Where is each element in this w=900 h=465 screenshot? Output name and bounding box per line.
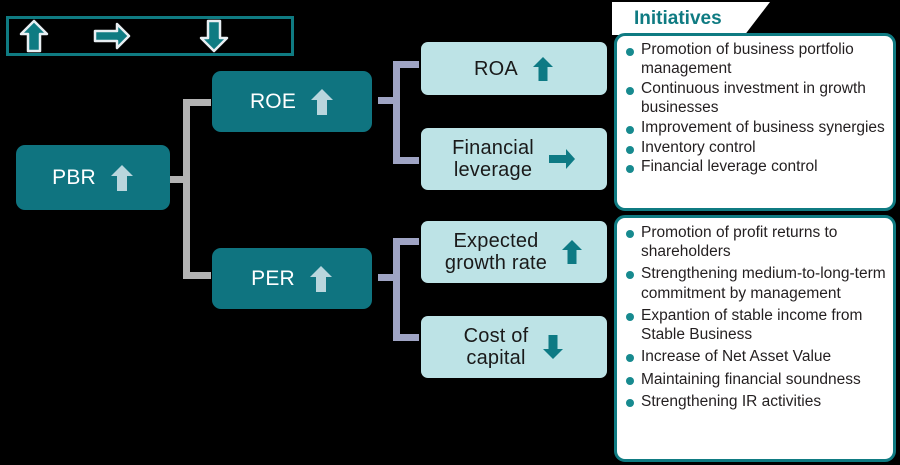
list-item: Promotion of profit returns to sharehold… [625, 223, 887, 261]
list-item: Strengthening medium-to-long-term commit… [625, 264, 887, 302]
initiatives-box-roe: Promotion of business portfolio manageme… [614, 33, 896, 211]
node-per-label: PER [251, 266, 295, 290]
initiatives-tab: Initiatives [612, 2, 770, 35]
node-roa-label: ROA [474, 57, 518, 80]
initiatives-list: Promotion of profit returns to sharehold… [625, 223, 887, 411]
arrow-legend [6, 16, 294, 56]
list-item-label: Inventory control [641, 138, 756, 156]
node-financial-leverage-label: Financial leverage [452, 137, 534, 181]
list-item: Increase of Net Asset Value [625, 347, 887, 366]
bullet-icon [626, 145, 634, 154]
bullet-icon [626, 271, 634, 280]
arrow-up-icon [561, 239, 583, 265]
bullet-icon [626, 230, 634, 238]
node-cost-of-capital-label: Cost of capital [463, 325, 529, 369]
list-item: Promotion of business portfolio manageme… [625, 41, 887, 79]
list-item: Expantion of stable income from Stable B… [625, 306, 887, 344]
bullet-icon [626, 48, 634, 56]
list-item-label: Continuous investment in growth business… [641, 79, 866, 116]
initiatives-box-per: Promotion of profit returns to sharehold… [614, 215, 896, 462]
bullet-icon [626, 398, 634, 407]
arrow-up-icon [532, 56, 554, 82]
arrow-up-icon [310, 88, 334, 116]
node-per[interactable]: PER [212, 248, 372, 309]
bullet-icon [626, 165, 634, 174]
list-item-label: Improvement of business synergies [641, 118, 885, 136]
bullet-icon [626, 354, 634, 363]
node-roa[interactable]: ROA [421, 42, 607, 95]
list-item: Financial leverage control [625, 158, 887, 177]
bullet-icon [626, 125, 634, 134]
node-cost-of-capital[interactable]: Cost of capital [421, 316, 607, 378]
bullet-icon [626, 376, 634, 385]
list-item: Improvement of business synergies [625, 119, 887, 138]
list-item-label: Expantion of stable income from Stable B… [641, 306, 863, 344]
list-item-label: Promotion of business portfolio manageme… [641, 41, 854, 77]
bullet-icon [626, 86, 634, 95]
list-item: Continuous investment in growth business… [625, 80, 887, 118]
node-expected-growth-rate-label: Expected growth rate [444, 230, 548, 274]
node-financial-leverage[interactable]: Financial leverage [421, 128, 607, 190]
node-pbr[interactable]: PBR [16, 145, 170, 210]
list-item: Inventory control [625, 139, 887, 158]
list-item: Maintaining financial soundness [625, 370, 887, 389]
list-item-label: Promotion of profit returns to sharehold… [641, 224, 838, 261]
arrow-up-icon [19, 19, 49, 53]
list-item-label: Financial leverage control [641, 158, 818, 176]
list-item: Strengthening IR activities [625, 392, 887, 411]
arrow-up-icon [309, 265, 333, 293]
list-item-label: Maintaining financial soundness [641, 370, 861, 388]
node-roe[interactable]: ROE [212, 71, 372, 132]
list-item-label: Increase of Net Asset Value [641, 348, 832, 366]
node-roe-label: ROE [249, 89, 297, 113]
arrow-right-icon [548, 148, 576, 170]
bullet-icon [626, 312, 634, 321]
arrow-down-icon [542, 334, 564, 360]
node-pbr-label: PBR [52, 165, 96, 189]
initiatives-tab-label: Initiatives [634, 7, 722, 29]
list-item-label: Strengthening medium-to-long-term commit… [641, 265, 886, 302]
arrow-down-icon [199, 19, 229, 53]
arrow-up-icon [110, 164, 134, 192]
initiatives-list: Promotion of business portfolio manageme… [625, 41, 887, 177]
arrow-right-icon [93, 22, 131, 50]
list-item-label: Strengthening IR activities [641, 392, 822, 410]
node-expected-growth-rate[interactable]: Expected growth rate [421, 221, 607, 283]
